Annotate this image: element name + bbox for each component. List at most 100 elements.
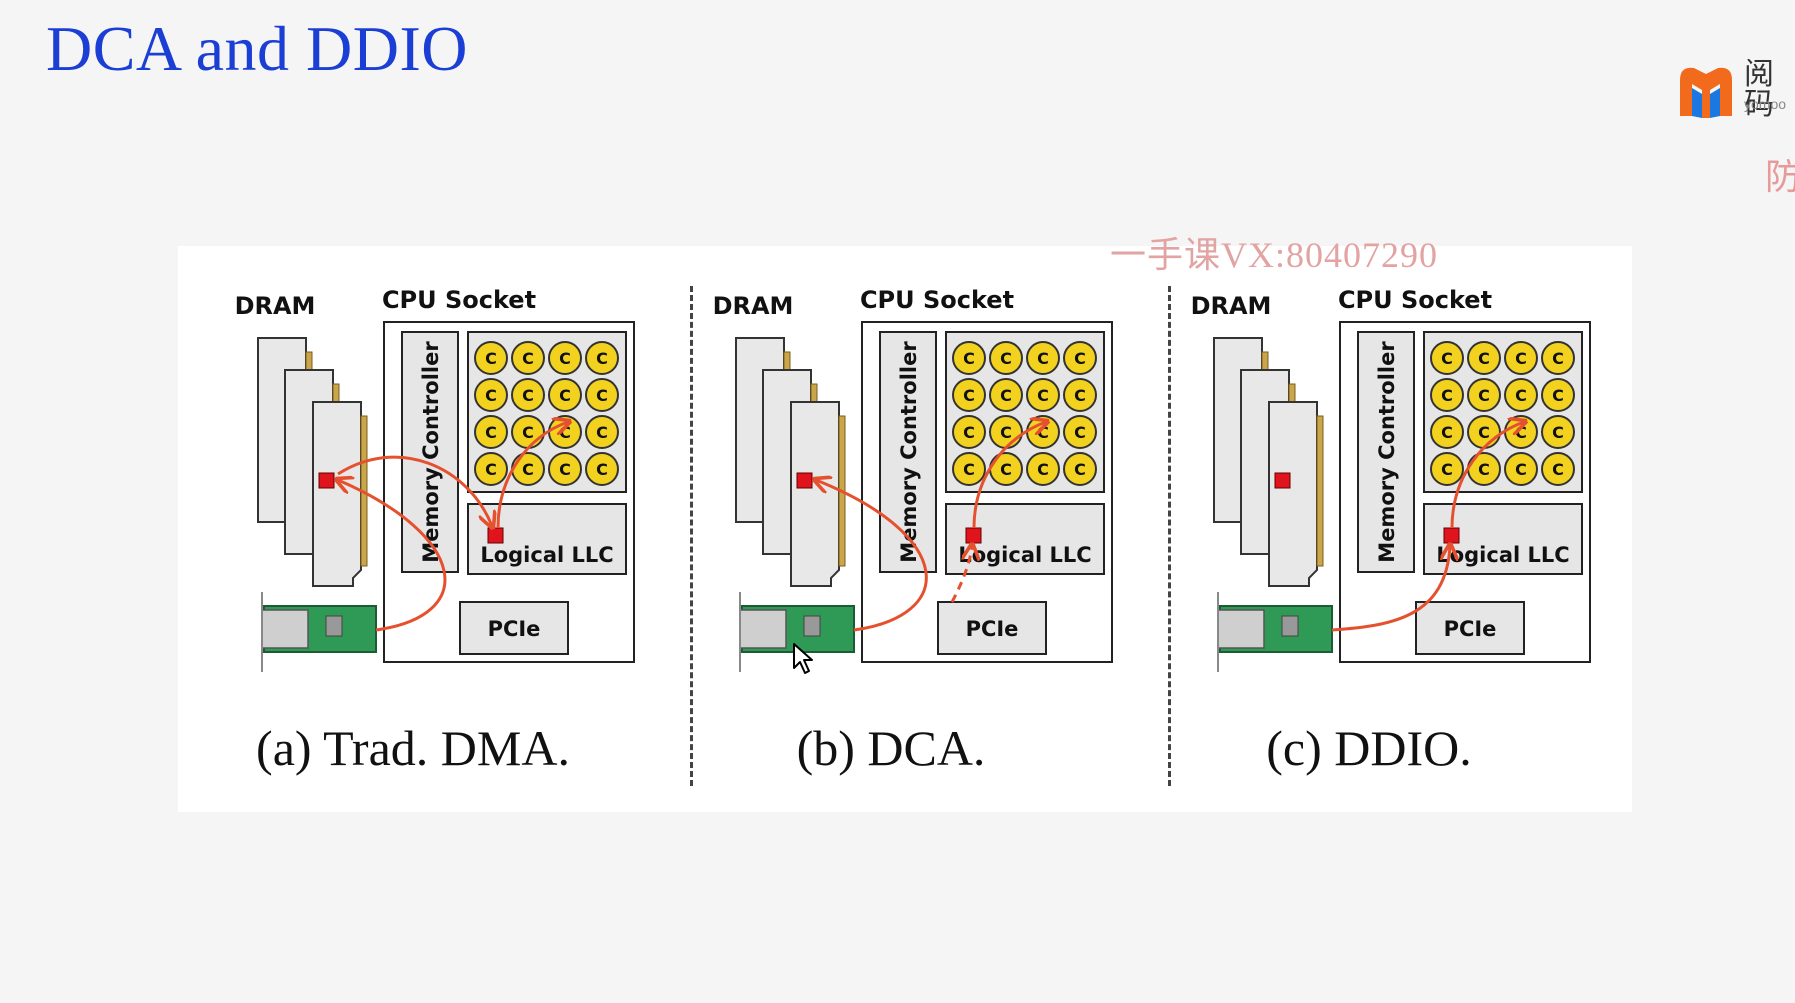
core-icon xyxy=(1541,341,1575,375)
cpu-socket-label: CPU Socket xyxy=(1338,286,1492,314)
arrow-nic-to-llc xyxy=(1331,546,1450,632)
pcie-label: PCIe xyxy=(488,617,541,641)
core-icon xyxy=(1504,452,1538,486)
core-label: C xyxy=(1000,423,1012,442)
core-label: C xyxy=(522,423,534,442)
core-label: C xyxy=(1441,349,1453,368)
core-icon xyxy=(548,452,582,486)
core-icon xyxy=(1026,378,1060,412)
core-icon xyxy=(548,378,582,412)
core-icon xyxy=(989,378,1023,412)
nic-chip xyxy=(1281,615,1299,637)
nic-port xyxy=(1217,609,1265,649)
core-icon xyxy=(1063,452,1097,486)
core-label: C xyxy=(1478,423,1490,442)
packet-marker-llc xyxy=(1443,527,1460,544)
core-icon xyxy=(1063,415,1097,449)
core-label: C xyxy=(1515,386,1527,405)
core-icon xyxy=(1504,341,1538,375)
core-icon xyxy=(511,341,545,375)
packet-marker-dram xyxy=(1274,472,1291,489)
pcie-label: PCIe xyxy=(966,617,1019,641)
core-label: C xyxy=(1000,460,1012,479)
core-label: C xyxy=(559,349,571,368)
core-label: C xyxy=(1441,460,1453,479)
core-icon xyxy=(952,378,986,412)
core-label: C xyxy=(485,423,497,442)
core-label: C xyxy=(596,460,608,479)
core-icon xyxy=(1430,452,1464,486)
core-icon xyxy=(1026,341,1060,375)
core-label: C xyxy=(1552,386,1564,405)
core-label: C xyxy=(1074,349,1086,368)
core-label: C xyxy=(1478,386,1490,405)
core-icon xyxy=(1430,341,1464,375)
core-icon xyxy=(1430,415,1464,449)
core-icon xyxy=(952,341,986,375)
arrow-dram-to-llc xyxy=(337,455,492,526)
dram-label: DRAM xyxy=(713,292,794,320)
nic-port xyxy=(261,609,309,649)
packet-marker-dram xyxy=(796,472,813,489)
dram-module xyxy=(312,401,362,587)
slide-title: DCA and DDIO xyxy=(46,13,468,84)
core-icon xyxy=(1467,378,1501,412)
core-label: C xyxy=(1441,423,1453,442)
core-icon xyxy=(1541,378,1575,412)
memory-controller-label: Memory Controller xyxy=(419,341,443,563)
llc-label: Logical LLC xyxy=(1436,543,1569,567)
memory-controller-label: Memory Controller xyxy=(897,341,921,563)
core-icon xyxy=(474,415,508,449)
core-label: C xyxy=(1515,460,1527,479)
core-label: C xyxy=(1074,386,1086,405)
core-icon xyxy=(1504,378,1538,412)
core-label: C xyxy=(1000,349,1012,368)
core-label: C xyxy=(596,386,608,405)
core-icon xyxy=(474,341,508,375)
arrow-llc-to-core xyxy=(496,422,568,529)
core-icon xyxy=(952,415,986,449)
logo-icon xyxy=(1680,67,1732,118)
core-label: C xyxy=(522,460,534,479)
core-label: C xyxy=(596,349,608,368)
packet-marker-dram xyxy=(318,472,335,489)
core-label: C xyxy=(1478,460,1490,479)
core-label: C xyxy=(1037,460,1049,479)
core-icon xyxy=(1430,378,1464,412)
core-label: C xyxy=(596,423,608,442)
core-label: C xyxy=(1074,460,1086,479)
core-icon xyxy=(1063,341,1097,375)
core-label: C xyxy=(485,349,497,368)
core-label: C xyxy=(522,349,534,368)
memory-controller xyxy=(879,331,937,573)
core-icon xyxy=(548,341,582,375)
arrow-llc-to-core xyxy=(972,422,1046,529)
arrow-prefetch-hint xyxy=(950,546,972,603)
llc-label: Logical LLC xyxy=(480,543,613,567)
core-icon xyxy=(952,452,986,486)
core-label: C xyxy=(485,386,497,405)
cpu-socket-label: CPU Socket xyxy=(382,286,536,314)
core-label: C xyxy=(559,386,571,405)
core-label: C xyxy=(963,386,975,405)
caption-b: (b) DCA. xyxy=(796,720,986,776)
pcie-box xyxy=(937,601,1047,655)
core-icon xyxy=(474,378,508,412)
divider xyxy=(690,286,693,786)
logo-text: 阅码 xyxy=(1744,58,1774,121)
core-label: C xyxy=(1000,386,1012,405)
core-label: C xyxy=(963,349,975,368)
core-icon xyxy=(989,341,1023,375)
core-label: C xyxy=(485,460,497,479)
cpu-socket-label: CPU Socket xyxy=(860,286,1014,314)
core-label: C xyxy=(1074,423,1086,442)
caption-a: (a) Trad. DMA. xyxy=(256,720,570,776)
arrow-llc-to-core xyxy=(1450,422,1524,529)
core-label: C xyxy=(1552,349,1564,368)
pcie-box xyxy=(1415,601,1525,655)
core-icon xyxy=(474,452,508,486)
